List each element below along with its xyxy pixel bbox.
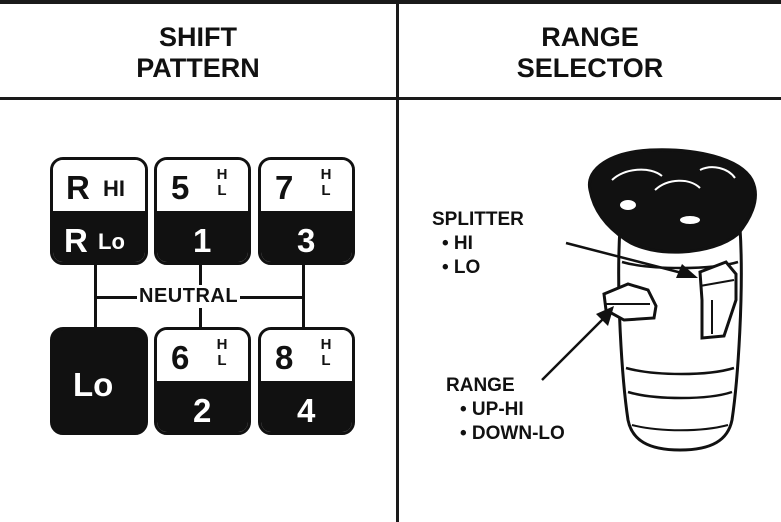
- gear-3-label: 3: [297, 222, 316, 259]
- range-arrowhead: [596, 306, 614, 326]
- gear-5-label: 5: [171, 169, 190, 206]
- header-shift-pattern: SHIFT PATTERN: [0, 22, 396, 84]
- range-label: RANGE • UP-HI • DOWN-LO: [446, 374, 565, 446]
- gear-5-hi: H: [216, 166, 228, 183]
- gear-reverse: R HI R Lo: [50, 157, 148, 265]
- splitter-option-lo: • LO: [442, 257, 481, 278]
- gear-6-hi: H: [216, 336, 228, 353]
- gear-7-label: 7: [275, 169, 294, 206]
- gear-5-lo: L: [217, 182, 227, 199]
- splitter-option-hi: • HI: [442, 233, 473, 254]
- gear-6-2: 6 H L 2: [154, 327, 251, 435]
- frame-column-divider: [396, 0, 399, 522]
- range-option-up: • UP-HI: [460, 399, 524, 420]
- knob-head: [587, 148, 757, 254]
- header-range-selector: RANGE SELECTOR: [399, 22, 781, 84]
- gear-2-label: 2: [193, 392, 212, 429]
- header-shift-line1: SHIFT: [159, 22, 237, 52]
- header-range-line1: RANGE: [541, 22, 639, 52]
- gear-8-4: 8 H L 4: [258, 327, 355, 435]
- splitter-arrowhead: [676, 264, 698, 278]
- gear-low: Lo: [50, 327, 148, 435]
- reverse-hi-letter: R: [66, 169, 90, 206]
- gear-8-lo: L: [321, 352, 331, 369]
- gear-4-label: 4: [297, 392, 316, 429]
- frame-top-rule: [0, 0, 781, 4]
- gear-6-label: 6: [171, 339, 190, 376]
- frame-header-rule: [0, 97, 781, 100]
- range-option-down: • DOWN-LO: [460, 423, 565, 444]
- gear-8-hi: H: [320, 336, 332, 353]
- gear-7-lo: L: [321, 182, 331, 199]
- reverse-hi-sub: HI: [103, 176, 125, 201]
- splitter-title: SPLITTER: [432, 209, 524, 230]
- reverse-lo-sub: Lo: [98, 229, 125, 254]
- range-lever: [602, 282, 658, 322]
- header-shift-line2: PATTERN: [136, 53, 260, 83]
- reverse-lo-letter: R: [64, 222, 88, 259]
- gear-5-1: 5 H L 1: [154, 157, 251, 265]
- gear-6-lo: L: [217, 352, 227, 369]
- neutral-label: NEUTRAL: [137, 285, 241, 308]
- gear-7-hi: H: [320, 166, 332, 183]
- splitter-label: SPLITTER • HI • LO: [432, 208, 524, 280]
- gear-1-label: 1: [193, 222, 212, 259]
- range-title: RANGE: [446, 375, 515, 396]
- gear-low-label: Lo: [73, 366, 114, 403]
- header-range-line2: SELECTOR: [516, 53, 664, 83]
- gear-7-3: 7 H L 3: [258, 157, 355, 265]
- gear-8-label: 8: [275, 339, 294, 376]
